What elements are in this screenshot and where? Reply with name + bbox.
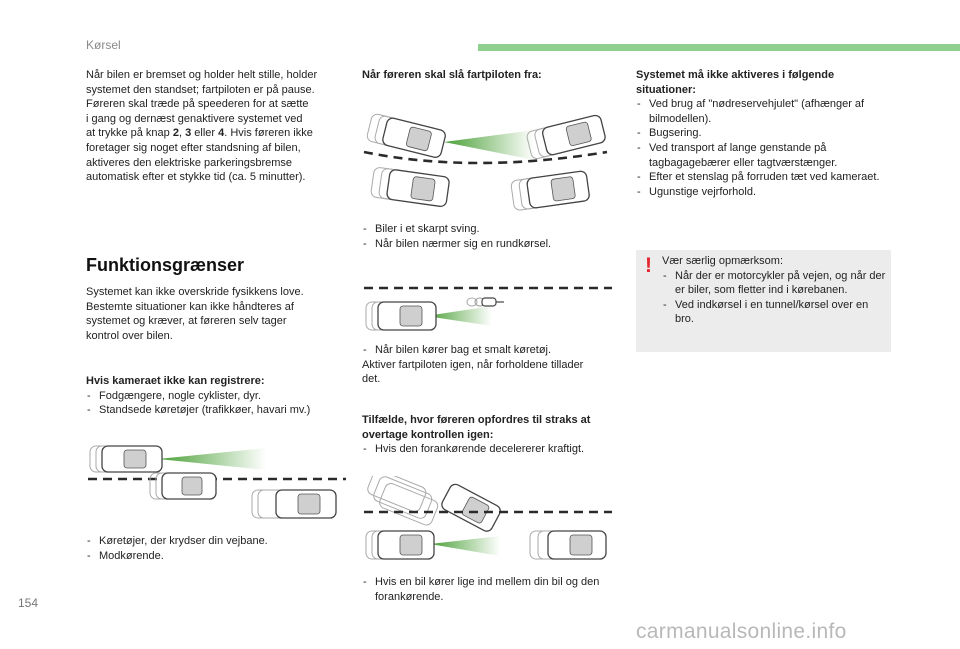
car-icon bbox=[365, 530, 435, 560]
curve-illustration bbox=[363, 113, 608, 211]
list-item: Fodgængere, nogle cyklister, dyr. bbox=[86, 389, 356, 404]
car-icon bbox=[370, 167, 450, 208]
section-heading: Funktionsgrænser bbox=[86, 255, 245, 275]
camera-limits-title: Hvis kameraet ikke kan registrere: bbox=[86, 375, 265, 387]
button-ref: 4 bbox=[218, 127, 225, 140]
car-icon bbox=[510, 170, 590, 211]
list-item: Køretøjer, der krydser din vejbane. bbox=[86, 534, 354, 549]
button-ref: 2 bbox=[172, 127, 179, 140]
list-item: Ugunstige vejrforhold. bbox=[636, 185, 898, 200]
crossing-traffic-illustration bbox=[88, 445, 346, 519]
disengage-title: Når føreren skal slå fartpiloten fra: bbox=[362, 69, 542, 81]
motorcycle-icon bbox=[466, 297, 504, 307]
limits-description: Systemet kan ikke overskride fysikkens l… bbox=[86, 286, 304, 342]
car-icon bbox=[526, 114, 606, 160]
button-ref: 3 bbox=[185, 127, 192, 140]
car-icon bbox=[529, 530, 607, 560]
list-item: Når bilen kører bag et smalt køretøj. bbox=[362, 343, 622, 358]
list-item: Biler i et skarpt sving. bbox=[362, 222, 622, 237]
list-item: Ved brug af "nødreservehjulet" (afhænger… bbox=[636, 97, 898, 126]
cut-in-list: Hvis en bil kører lige ind mellem din bi… bbox=[362, 575, 622, 604]
list-item: Når bilen nærmer sig en rundkørsel. bbox=[362, 237, 622, 252]
intro-line: Når bilen er bremset og holder helt stil… bbox=[86, 69, 318, 81]
cut-in-illustration bbox=[364, 476, 612, 560]
narrow-vehicle-illustration bbox=[364, 286, 612, 331]
list-item: Ved indkørsel i en tunnel/kørsel over en… bbox=[662, 298, 888, 327]
list-item: Bugsering. bbox=[636, 126, 898, 141]
car-icon bbox=[365, 301, 437, 331]
list-item: Når der er motorcykler på vejen, og når … bbox=[662, 269, 888, 298]
intro-paragraph: Når bilen er bremset og holder helt stil… bbox=[86, 68, 354, 185]
takeover-section: Tilfælde, hvor føreren opfordres til str… bbox=[362, 413, 628, 457]
section-title: Kørsel bbox=[86, 38, 121, 52]
car-icon bbox=[251, 489, 337, 519]
camera-limits: Hvis kameraet ikke kan registrere: Fodgæ… bbox=[86, 374, 356, 418]
crossing-list: Køretøjer, der krydser din vejbane. Modk… bbox=[86, 534, 354, 563]
warning-lead: Vær særlig opmærksom: bbox=[662, 255, 784, 267]
intro-line: foretager sig noget efter standsning af … bbox=[86, 141, 301, 154]
car-icon bbox=[367, 476, 439, 526]
radar-beam bbox=[444, 130, 534, 160]
warning-content: Vær særlig opmærksom: Når der er motorcy… bbox=[662, 254, 888, 327]
takeover-title: Tilfælde, hvor føreren opfordres til str… bbox=[362, 414, 591, 426]
list-item: Modkørende. bbox=[86, 549, 354, 564]
radar-beam bbox=[430, 536, 500, 556]
intro-line: Føreren skal træde på speederen for at s… bbox=[86, 98, 309, 111]
intro-line: systemet den standset; fartpiloten er på… bbox=[86, 83, 315, 96]
intro-line: at trykke på knap 2, 3 eller 4. Hvis før… bbox=[86, 127, 313, 140]
radar-beam bbox=[426, 306, 492, 326]
lane-marking bbox=[363, 150, 608, 165]
list-item: Hvis en bil kører lige ind mellem din bi… bbox=[362, 575, 622, 604]
intro-line: i gang og dernæst genaktivere systemet v… bbox=[86, 112, 303, 125]
car-icon bbox=[89, 445, 163, 473]
section-accent-bar bbox=[478, 44, 960, 51]
not-activate-title: Systemet må ikke aktiveres i følgende bbox=[636, 69, 835, 81]
page-number: 154 bbox=[18, 596, 39, 610]
car-icon bbox=[366, 113, 446, 158]
list-item: Ved transport af lange genstande på tagb… bbox=[636, 141, 898, 170]
narrow-vehicle-text: Når bilen kører bag et smalt køretøj. Ak… bbox=[362, 343, 622, 387]
not-activate-title: situationer: bbox=[636, 83, 696, 96]
list-item: Efter et stenslag på forruden tæt ved ka… bbox=[636, 170, 898, 185]
intro-line: automatisk efter et stykke tid (ca. 5 mi… bbox=[86, 171, 306, 184]
takeover-title: overtage kontrollen igen: bbox=[362, 428, 494, 441]
list-item: Standsede køretøjer (trafikkøer, havari … bbox=[86, 403, 356, 418]
car-icon bbox=[149, 472, 217, 500]
not-activate-section: Systemet må ikke aktiveres i følgende si… bbox=[636, 68, 898, 199]
car-icon bbox=[441, 483, 501, 532]
list-item: Hvis den forankørende decelererer krafti… bbox=[362, 442, 628, 457]
intro-line: aktiveres den elektriske parkeringsbrems… bbox=[86, 156, 293, 169]
watermark: carmanualsonline.info bbox=[636, 620, 847, 643]
exclamation-icon: ! bbox=[645, 254, 652, 277]
curve-list: Biler i et skarpt sving. Når bilen nærme… bbox=[362, 222, 622, 251]
radar-beam bbox=[158, 448, 266, 470]
